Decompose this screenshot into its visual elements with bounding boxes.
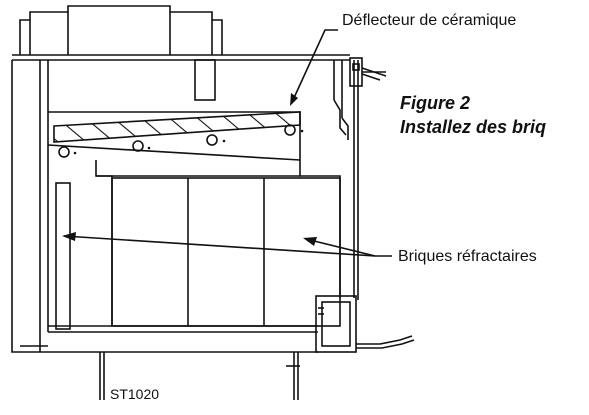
front-lip — [315, 295, 415, 353]
fire-bricks-label: Briques réfractaires — [398, 248, 537, 265]
figure-caption: Installez des briq — [400, 117, 547, 137]
figure-number: Figure 2 — [400, 93, 471, 113]
flue-collar — [19, 5, 223, 55]
door-latch — [349, 57, 387, 87]
air-tubes — [58, 124, 296, 158]
ceramic-baffle — [53, 111, 301, 143]
tube-dots — [73, 129, 304, 155]
left-wall — [11, 60, 49, 353]
top-bracket — [194, 59, 216, 101]
firebox-outline — [95, 160, 341, 326]
right-wall — [333, 60, 359, 300]
part-code: ST1020 — [110, 386, 160, 402]
arrowheads — [62, 93, 317, 246]
top-plate — [12, 54, 350, 61]
hearth — [20, 325, 318, 353]
leader-lines — [63, 29, 392, 257]
side-brick — [55, 182, 71, 330]
ceramic-baffle-label: Déflecteur de céramique — [342, 12, 517, 29]
legs — [99, 352, 300, 400]
